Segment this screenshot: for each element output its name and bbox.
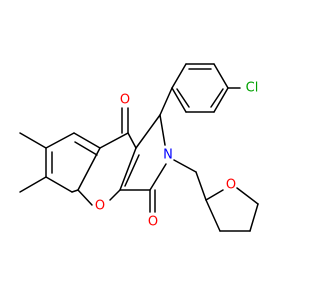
- bond: [124, 154, 140, 187]
- bond: [205, 189, 224, 201]
- bond: [213, 63, 229, 89]
- bond: [159, 87, 173, 116]
- bond: [171, 87, 187, 113]
- molecule-canvas: Cl O O O N O: [19, 63, 259, 232]
- bond: [45, 176, 73, 193]
- bond: [19, 176, 47, 193]
- ketone-oxygen-label: O: [120, 93, 130, 108]
- bond: [135, 114, 161, 149]
- nitrogen-label: N: [163, 148, 173, 163]
- molecule-structure: Cl O O O N O: [19, 63, 259, 232]
- bond: [119, 147, 137, 191]
- bond-layer: [19, 63, 259, 232]
- bond: [210, 88, 224, 108]
- bond: [213, 87, 229, 113]
- bond: [236, 187, 259, 205]
- bond: [109, 189, 121, 201]
- bond: [77, 189, 93, 206]
- bond: [71, 189, 79, 193]
- bond: [19, 132, 47, 149]
- bond: [176, 88, 190, 108]
- lactam-oxygen-label: O: [148, 215, 158, 230]
- bond: [159, 114, 166, 146]
- bond: [127, 132, 137, 149]
- bond: [99, 132, 129, 149]
- bond: [195, 171, 207, 201]
- bond: [149, 163, 167, 191]
- bond: [205, 199, 221, 232]
- chlorine-label: Cl: [246, 81, 259, 96]
- bond: [171, 63, 187, 89]
- ring-oxygen-label: O: [95, 199, 105, 214]
- bond: [73, 132, 101, 149]
- bond: [173, 159, 197, 173]
- bond: [249, 203, 259, 232]
- bond: [45, 132, 75, 149]
- bond: [74, 141, 98, 156]
- thf-oxygen-label: O: [226, 178, 236, 193]
- atom-labels: Cl O O O N O: [95, 81, 258, 230]
